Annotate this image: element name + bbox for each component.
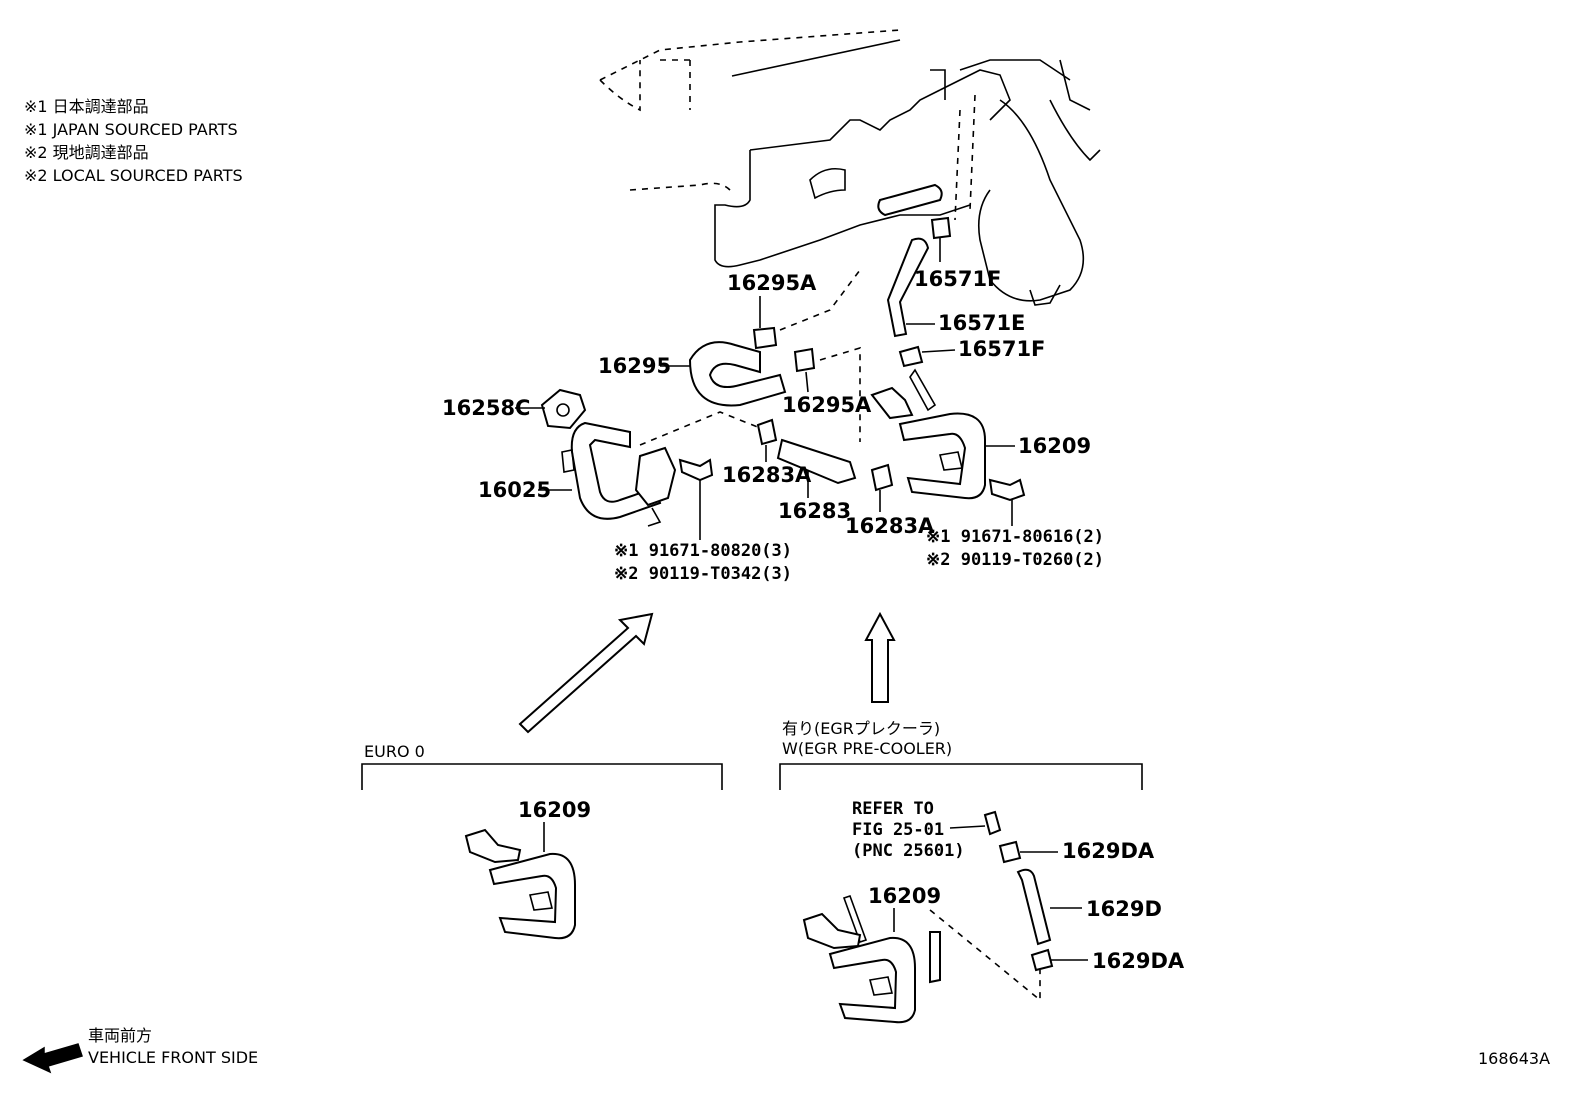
label-bolt-right-local: ※2 90119-T0260(2) — [926, 550, 1104, 570]
label-16209-egr: 16209 — [868, 884, 941, 908]
label-16295: 16295 — [598, 354, 671, 378]
figure-id: 168643A — [1478, 1049, 1550, 1068]
legend-line-2: ※1 JAPAN SOURCED PARTS — [24, 120, 238, 139]
upper-hose-assembly — [540, 216, 1026, 527]
legend-line-4: ※2 LOCAL SOURCED PARTS — [24, 166, 243, 185]
egr-heading-jp: 有り(EGRプレクーラ) — [782, 719, 940, 738]
refer-line-2: FIG 25-01 — [852, 820, 944, 840]
refer-line-1: REFER TO — [852, 799, 934, 819]
label-bolt-left-japan: ※1 91671-80820(3) — [614, 541, 792, 561]
label-16571E: 16571E — [938, 311, 1025, 335]
euro0-variant: EURO 0 16209 — [361, 742, 723, 940]
part-callouts-upper: 16295A 16571F 16571E 16571F 16295 16295A… — [442, 238, 1104, 584]
legend-line-1: ※1 日本調達部品 — [24, 97, 149, 116]
label-16295A-top: 16295A — [727, 271, 817, 295]
label-bolt-right-japan: ※1 91671-80616(2) — [926, 527, 1104, 547]
label-16283A-right: 16283A — [845, 514, 935, 538]
front-label-en: VEHICLE FRONT SIDE — [88, 1048, 258, 1067]
arrow-up-icon — [864, 611, 896, 703]
legend-line-3: ※2 現地調達部品 — [24, 143, 149, 162]
variant-arrows — [518, 611, 896, 734]
label-16209-main: 16209 — [1018, 434, 1091, 458]
label-bolt-left-local: ※2 90119-T0342(3) — [614, 564, 792, 584]
front-arrow-icon — [22, 1043, 83, 1074]
vehicle-front-indicator: 車両前方 VEHICLE FRONT SIDE — [22, 1026, 258, 1074]
egr-variant: 有り(EGRプレクーラ) W(EGR PRE-COOLER) REFER TO … — [779, 719, 1185, 1024]
label-16571F-top: 16571F — [914, 267, 1001, 291]
label-16571F-mid: 16571F — [958, 337, 1045, 361]
engine-outline — [599, 29, 1101, 306]
label-16209-euro: 16209 — [518, 798, 591, 822]
euro0-heading: EURO 0 — [364, 742, 425, 761]
label-1629DA-bottom: 1629DA — [1092, 949, 1185, 973]
arrow-diagonal-icon — [518, 612, 654, 734]
egr-heading-en: W(EGR PRE-COOLER) — [782, 739, 952, 758]
label-16295A-mid: 16295A — [782, 393, 872, 417]
label-16283A-left: 16283A — [722, 463, 812, 487]
label-1629DA-top: 1629DA — [1062, 839, 1155, 863]
front-label-jp: 車両前方 — [88, 1026, 152, 1045]
refer-line-3: (PNC 25601) — [852, 841, 965, 861]
sourcing-legend: ※1 日本調達部品 ※1 JAPAN SOURCED PARTS ※2 現地調達… — [24, 97, 243, 185]
label-16283: 16283 — [778, 499, 851, 523]
label-1629D: 1629D — [1086, 897, 1162, 921]
